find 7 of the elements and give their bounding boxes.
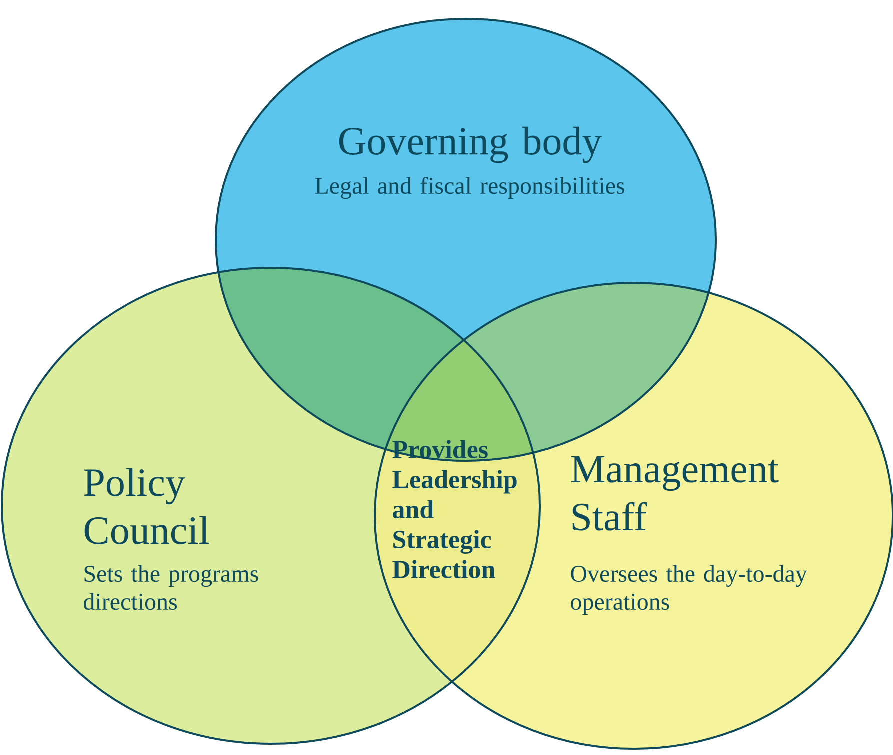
circle-subtitle: Sets the programs directions — [84, 565, 258, 610]
circle-title: Policy Council — [84, 468, 210, 544]
circle-subtitle: Legal and fiscal responsibilities — [315, 176, 624, 200]
circle-title: Management Staff — [571, 456, 779, 531]
circle-subtitle: Oversees the day-to-day operations — [571, 565, 808, 615]
overlap-label: Provides Leadership and Strategic Direction — [392, 440, 517, 578]
circle-title: Governing body — [339, 126, 602, 164]
